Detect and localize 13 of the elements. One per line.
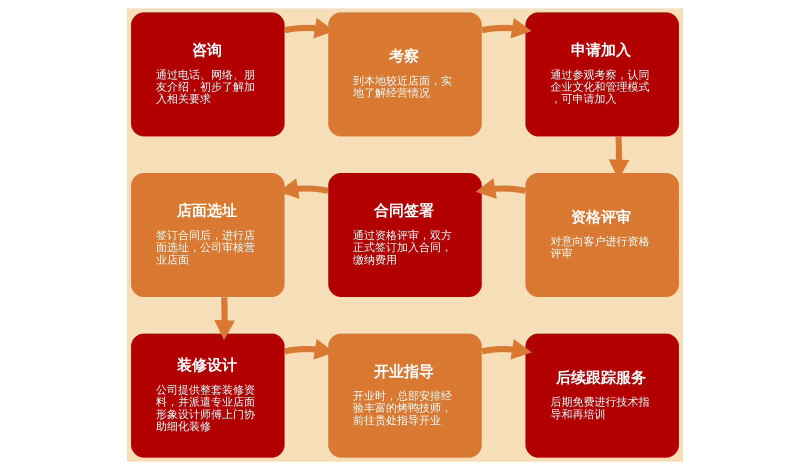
arrow	[214, 297, 235, 340]
node-box: 申请加入 通过参观考察，认同企业文化和管理模式，可申请加入	[525, 12, 679, 136]
arrow	[481, 339, 532, 360]
node-box: 后续跟踪服务 后期免费进行技术指导和再培训	[525, 334, 679, 458]
node-box: 开业指导 开业时，总部安排经验丰富的烤鸭技师，前往贵处指导开业	[328, 334, 482, 458]
node-box: 装修设计 公司提供整套装修资料，并派遣专业店面形象设计师傅上门协助细化装修	[131, 334, 285, 458]
node-box: 咨询 通过电话、网络、朋友介绍，初步了解加入相关要求	[131, 12, 285, 136]
node-box: 考察 到本地较近店面，实地了解经营情况	[328, 12, 482, 136]
node-box: 店面选址 签订合同后，进行店面选址，公司审核营业店面	[131, 173, 285, 297]
node-box: 资格评审 对意向客户进行资格评审	[525, 173, 679, 297]
node-box: 合同签署 通过资格评审，双方正式签订加入合同，缴纳费用	[328, 173, 482, 297]
arrow	[476, 178, 526, 199]
arrow	[481, 18, 532, 38]
